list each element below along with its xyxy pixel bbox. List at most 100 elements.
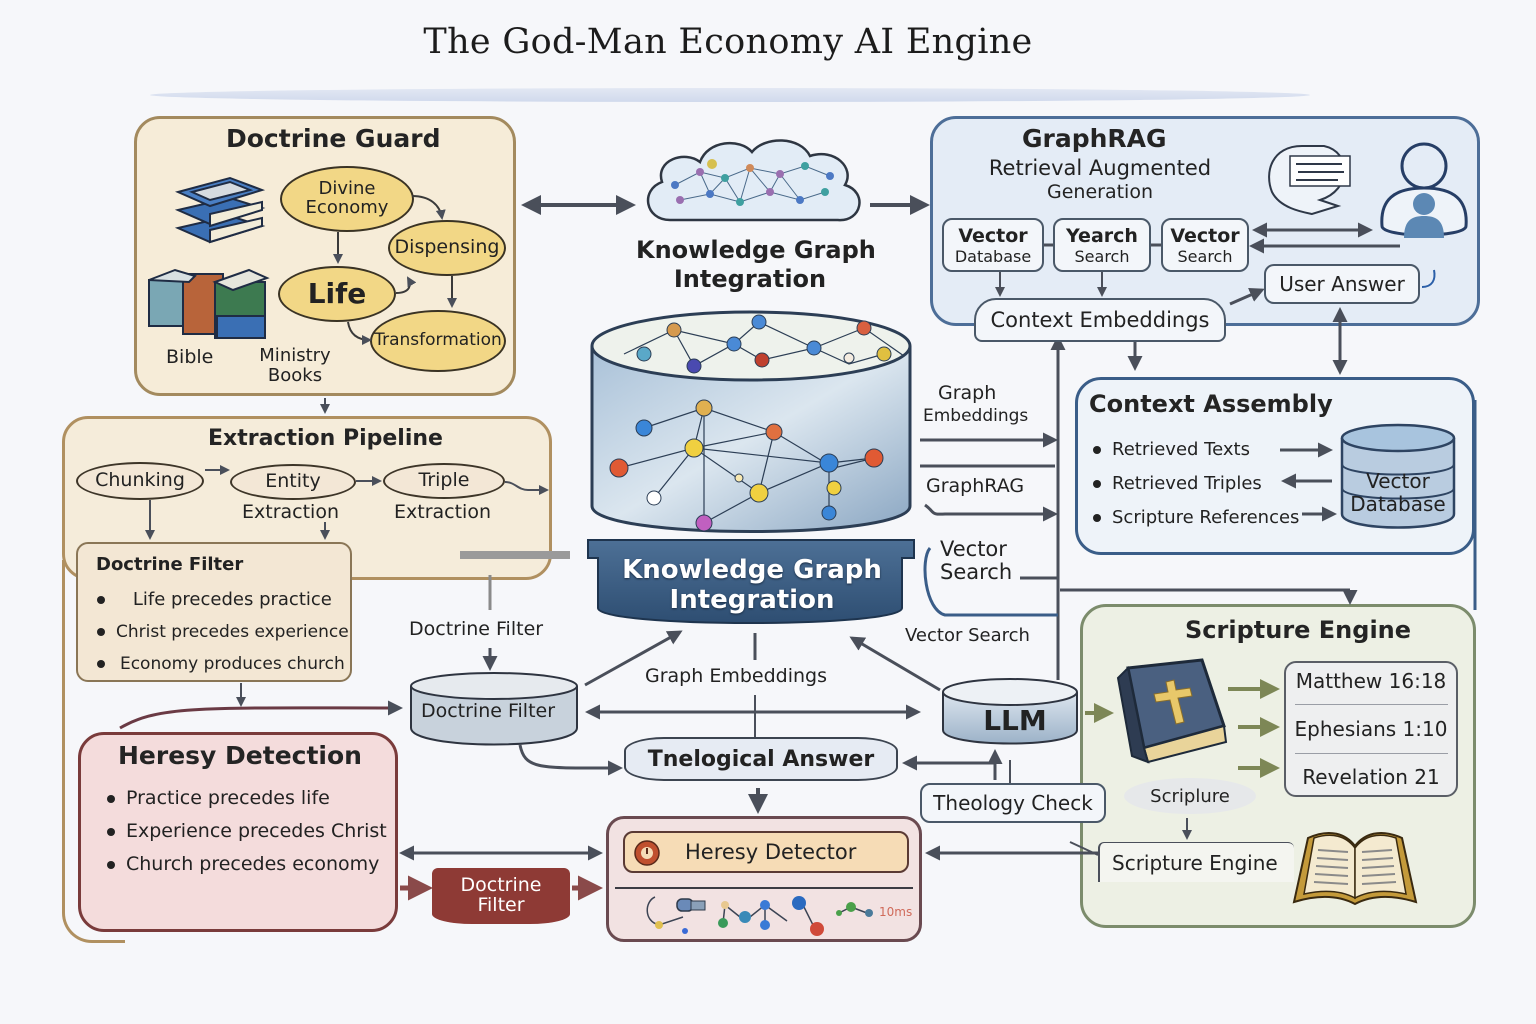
graph-trace-icon [646,896,873,936]
reference-divider [1294,704,1448,706]
graphrag-vector-database-box[interactable]: Vector Database [942,218,1044,272]
open-bible-icon [1292,831,1418,906]
graphrag-title: GraphRAG [1022,124,1167,153]
label-vector-search: Vector Search [905,625,1030,646]
step-triple-sublabel: Extraction [394,501,491,523]
kg-cloud-label: Knowledge Graph Integration [636,236,876,294]
doctrine-guard-title: Doctrine Guard [226,124,441,153]
step-chunking[interactable]: Chunking [76,462,204,500]
kg-cloud-label-line2: Integration [673,264,827,293]
graphrag-vector-search-box[interactable]: Vector Search [1161,218,1249,272]
context-assembly-list: Retrieved Texts Retrieved Triples Script… [1090,433,1299,535]
heresy-item: Practice precedes life [104,782,387,815]
vector-database-label: Vector Database [1340,470,1456,516]
kg-database-label-line1: Knowledge Graph [622,555,882,585]
label-graph-embeddings: Graph Embeddings [645,665,827,687]
step-entity[interactable]: Entity [230,464,356,500]
vector-search-sub: Search [1177,246,1233,266]
diagram-title: The God-Man Economy AI Engine [423,22,1033,62]
scripture-reference[interactable]: Matthew 16:18 [1295,668,1447,693]
yearch-search-sub: Search [1074,246,1130,266]
node-transformation[interactable]: Transformation [370,310,506,372]
heresy-filter-line2: Filter [477,894,525,916]
kg-database-label-line2: Integration [669,584,835,615]
vector-database-cylinder-icon[interactable] [1338,422,1458,532]
heresy-detector-divider [615,887,913,889]
doctrine-filter-cylinder-icon[interactable] [408,670,580,748]
llm-label: LLM [983,704,1047,737]
doctrine-filter-panel: Doctrine Filter Life precedes practice C… [76,542,352,682]
kg-cloud-label-line1: Knowledge Graph [636,236,876,264]
doctrine-filter-cylinder-label: Doctrine Filter [420,700,556,722]
extraction-pipeline-side-rail [62,560,125,943]
heresy-list: Practice precedes life Experience preced… [104,782,387,881]
user-answer-loop [1421,269,1436,288]
yearch-search-bold: Yearch [1066,224,1138,247]
node-divine-economy[interactable]: Divine Economy [280,166,414,232]
scripture-reference[interactable]: Revelation 21 [1302,765,1440,790]
context-assembly-title: Context Assembly [1089,390,1333,418]
scripture-pill[interactable]: Scriplure [1124,778,1256,814]
chat-bubble-icon [1268,145,1351,216]
heresy-doctrine-filter-button[interactable]: Doctrine Filter [432,868,570,924]
extraction-pipeline-title: Extraction Pipeline [208,426,443,451]
heresy-item: Church precedes economy [104,848,387,881]
scripture-reference[interactable]: Ephesians 1:10 [1294,716,1448,741]
source-ministry-books-label: Ministry Books [259,345,331,386]
knowledge-graph-database-icon[interactable] [584,308,918,638]
context-item: Retrieved Texts [1090,433,1299,467]
label-graph: Graph [938,382,997,404]
user-answer-box[interactable]: User Answer [1264,264,1420,304]
step-triple[interactable]: Triple [383,463,505,499]
alarm-icon [634,840,660,866]
theological-answer-box[interactable]: Tnelogical Answer [624,737,898,781]
doctrine-filter-title: Doctrine Filter [96,554,244,575]
node-life[interactable]: Life [278,266,396,322]
context-item: Retrieved Triples [1090,467,1299,501]
graphrag-subtitle-line2: Generation [1047,181,1153,204]
ministry-books-icon [148,268,270,339]
scripture-engine-box[interactable]: Scripture Engine [1098,842,1294,882]
knowledge-graph-cloud-icon [646,139,861,222]
title-underline [150,88,1310,102]
doctrine-filter-item: Life precedes practice [94,584,349,616]
heresy-item: Experience precedes Christ [104,815,387,848]
llm-cylinder-icon[interactable] [940,676,1080,748]
graphrag-subtitle: Retrieval Augmented Generation [960,155,1240,205]
doctrine-filter-item: Christ precedes experience [94,616,349,648]
closed-bible-icon[interactable] [1114,656,1234,766]
step-entity-sublabel: Extraction [242,501,339,523]
heresy-detection-title: Heresy Detection [118,741,362,770]
vector-database-line1: Vector [1366,469,1430,493]
context-embeddings-box[interactable]: Context Embeddings [974,298,1226,342]
label-search: Search [940,560,1013,585]
node-dispensing[interactable]: Dispensing [388,220,506,276]
vector-search-bold: Vector [1170,224,1240,247]
vector-database-bold: Vector [958,224,1028,247]
heresy-filter-line1: Doctrine [460,874,542,897]
vector-database-sub: Database [954,246,1032,266]
graphrag-yearch-search-box[interactable]: Yearch Search [1053,218,1151,272]
label-doctrine-filter: Doctrine Filter [409,618,544,640]
label-graphrag: GraphRAG [926,475,1025,497]
source-bible-label: Bible [166,346,214,368]
bible-books-icon [174,176,266,244]
kg-database-label: Knowledge Graph Integration [598,555,906,616]
scripture-references-box: Matthew 16:18 Ephesians 1:10 Revelation … [1284,661,1458,797]
label-embeddings: Embeddings [923,406,1029,426]
scripture-engine-title: Scripture Engine [1185,616,1412,644]
heresy-detector-header: Heresy Detector [623,831,909,873]
heresy-detector-panel[interactable]: Heresy Detector 10ms [606,816,922,942]
doctrine-filter-item: Economy produces church [94,648,349,680]
graphrag-subtitle-line1: Retrieval Augmented [988,156,1212,180]
theology-check-box[interactable]: Theology Check [920,783,1106,823]
vector-database-line2: Database [1350,492,1446,516]
reference-divider [1294,752,1448,754]
heresy-latency-badge: 10ms [879,905,913,919]
context-item: Scripture References [1090,501,1299,535]
user-avatar-icon[interactable] [1374,140,1474,246]
doctrine-filter-list: Life precedes practice Christ precedes e… [94,584,349,680]
